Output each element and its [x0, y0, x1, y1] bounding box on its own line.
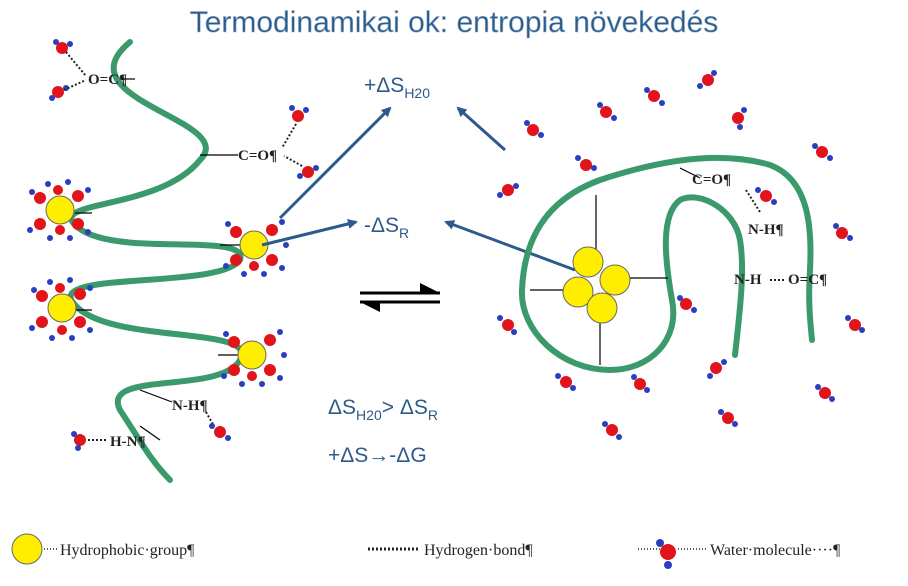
amine-label: N-H [734, 272, 762, 288]
water-molecule [289, 105, 309, 122]
water-molecule [732, 107, 747, 130]
water-molecule [209, 423, 231, 441]
water-molecule-legend-swatch [656, 539, 676, 569]
carbonyl-label: C=O¶ [238, 148, 277, 164]
free-water-molecules [497, 70, 865, 440]
water-molecule [833, 223, 853, 241]
water-molecule [707, 359, 727, 379]
water-molecule [53, 39, 73, 54]
residue-entropy-label: -ΔSR [364, 214, 409, 241]
core-bonds [530, 167, 701, 365]
gibbs-result: +ΔS→-ΔG [328, 444, 427, 467]
water-molecule [812, 143, 833, 161]
unfolded-protein-chain [67, 39, 245, 483]
water-molecule [631, 374, 650, 393]
page-title: Termodinamikai ok: entropia növekedés [190, 6, 719, 39]
arrow-to-residue-entropy-left [261, 219, 358, 247]
arrow-to-water-entropy [278, 106, 392, 220]
hydrophobic-group-legend-swatch [11, 533, 43, 565]
carbonyl-label: C=O¶ [692, 172, 731, 188]
water-molecule [49, 85, 69, 101]
carbonyl-label: O=C¶ [788, 272, 827, 288]
water-entropy-label: +ΔSH20 [364, 74, 430, 101]
hydrated-hydrophobic-group [223, 219, 289, 277]
water-molecule [575, 155, 597, 171]
water-molecule [71, 431, 86, 451]
entropy-comparison: ΔSH20> ΔSR [328, 396, 438, 423]
hydrogen-bond [745, 189, 761, 213]
water-molecule [602, 421, 622, 440]
legend: Hydrophobic·group¶ Hydrogen·bond¶ Water·… [11, 533, 841, 569]
amine-label: N-H¶ [172, 398, 208, 414]
water-molecule [644, 87, 665, 106]
hydrated-hydrophobic-group [27, 179, 91, 241]
hydrogen-bond [63, 79, 87, 91]
water-molecule [497, 315, 517, 335]
equilibrium-arrows [360, 283, 440, 312]
water-molecule [297, 165, 319, 179]
legend-hydrophobic-label: Hydrophobic·group¶ [60, 542, 195, 559]
hydrophobic-core [562, 246, 631, 324]
water-molecule [597, 102, 617, 121]
folded-protein-chain [518, 154, 815, 374]
hydrated-hydrophobic-group [29, 277, 93, 341]
arrow-to-water-entropy-right [456, 106, 506, 152]
water-molecule [697, 70, 717, 89]
water-molecule [755, 187, 777, 205]
water-molecule [497, 183, 519, 198]
hydrogen-bond [283, 155, 303, 167]
legend-hbond-label: Hydrogen·bond¶ [424, 542, 533, 559]
water-molecule [555, 373, 576, 391]
arrow-to-residue-entropy-right [444, 220, 576, 272]
hydrated-hydrophobic-group [221, 329, 287, 387]
water-molecule [815, 384, 835, 402]
legend-water-label: Water·molecule····¶ [710, 542, 841, 559]
water-molecule [718, 409, 738, 427]
side-chain-bonds [75, 154, 240, 441]
hydrogen-bond [65, 51, 87, 77]
water-molecule [677, 295, 697, 313]
amine-label: N-H¶ [748, 222, 784, 238]
carbonyl-label: O=C¶ [88, 72, 127, 88]
water-molecule [845, 315, 865, 333]
amine-label: H-N¶ [110, 434, 146, 450]
hydrogen-bond [281, 123, 297, 149]
water-molecule [524, 120, 544, 138]
